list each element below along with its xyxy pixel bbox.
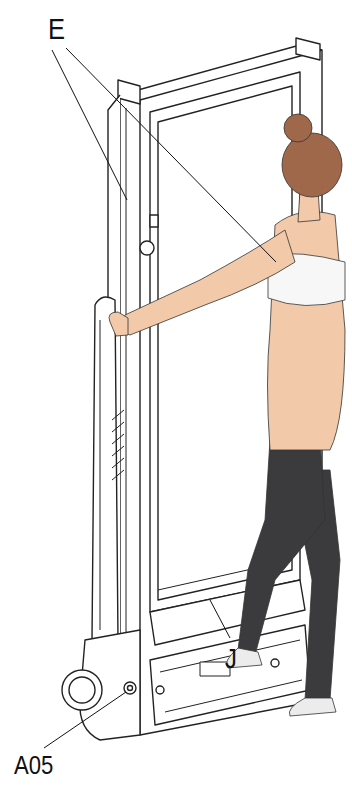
part-label: J bbox=[225, 645, 237, 673]
part-label: E bbox=[48, 14, 65, 44]
part-label: A05 bbox=[14, 752, 53, 778]
